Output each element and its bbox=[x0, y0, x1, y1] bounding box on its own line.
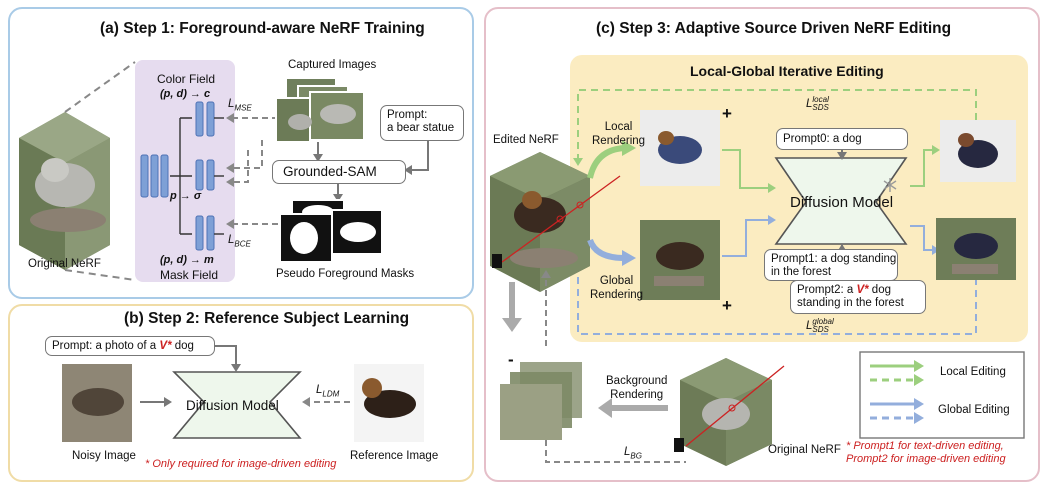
panel-b bbox=[8, 304, 474, 482]
noisy-image-label: Noisy Image bbox=[72, 450, 136, 462]
color-head bbox=[195, 101, 215, 137]
diffusion-model-b-label: Diffusion Model bbox=[186, 398, 279, 413]
original-nerf-cube-a bbox=[19, 112, 110, 270]
panel-a bbox=[8, 7, 474, 299]
prompt0-box: Prompt0: a dog bbox=[776, 128, 908, 150]
diffusion-model-b-shape bbox=[172, 371, 302, 439]
global-rendering-arrow bbox=[587, 238, 625, 261]
sigma-equation: p → σ bbox=[170, 190, 202, 202]
prompt1-box: Prompt1: a dog standing in the forest bbox=[764, 249, 898, 281]
panel-c-title: (c) Step 3: Adaptive Source Driven NeRF … bbox=[596, 20, 952, 37]
mask-equation: (p, d) → m bbox=[160, 254, 214, 266]
loss-mse: LMSE bbox=[228, 98, 252, 113]
grounded-sam-box: Grounded-SAM bbox=[272, 160, 406, 184]
diffusion-model-c-shape bbox=[774, 157, 908, 245]
edited-nerf-label: Edited NeRF bbox=[493, 134, 559, 146]
background-render-stack bbox=[500, 362, 582, 440]
captured-images-stack bbox=[275, 77, 365, 143]
mask-head bbox=[195, 215, 215, 251]
panel-c-footnote: * Prompt1 for text-driven editing, Promp… bbox=[846, 440, 1006, 465]
prompt-bear-box: Prompt: a bear statue bbox=[380, 105, 464, 141]
color-equation: (p, d) → c bbox=[160, 88, 211, 100]
frozen-snowflake-icon-c bbox=[883, 178, 897, 192]
minus-sign: - bbox=[508, 350, 514, 369]
captured-images-label: Captured Images bbox=[288, 59, 377, 71]
panel-b-note: * Only required for image-driven editing bbox=[145, 458, 337, 470]
camera-icon-original bbox=[674, 438, 684, 452]
panel-c bbox=[484, 7, 1040, 482]
loss-ldm: LLDM bbox=[316, 384, 340, 399]
prompt-vstar-box: Prompt: a photo of a V* dog bbox=[45, 336, 215, 356]
density-head bbox=[195, 159, 215, 191]
panel-a-title: (a) Step 1: Foreground-aware NeRF Traini… bbox=[100, 20, 425, 37]
background-rendering-label: Background Rendering bbox=[606, 375, 668, 401]
global-render-image bbox=[640, 220, 720, 300]
local-rendering-label: Local Rendering bbox=[592, 121, 646, 147]
pseudo-masks-label: Pseudo Foreground Masks bbox=[276, 268, 415, 280]
loss-bce: LBCE bbox=[228, 234, 251, 249]
local-rendering-arrow bbox=[587, 145, 625, 179]
local-edited-output bbox=[940, 120, 1016, 182]
noisy-image bbox=[62, 364, 132, 442]
reference-image-label: Reference Image bbox=[350, 450, 439, 462]
color-field-label: Color Field bbox=[157, 72, 216, 86]
loss-bg: LBG bbox=[624, 446, 642, 461]
original-nerf-label-a: Original NeRF bbox=[28, 258, 101, 270]
camera-icon-edited bbox=[492, 254, 502, 268]
original-nerf-cube-c bbox=[680, 358, 772, 466]
iterative-editing-title: Local-Global Iterative Editing bbox=[690, 63, 884, 79]
legend-global-label: Global Editing bbox=[938, 404, 1010, 416]
legend-local-label: Local Editing bbox=[940, 366, 1006, 378]
diffusion-model-c-label: Diffusion Model bbox=[790, 194, 894, 211]
ray-line-edited bbox=[501, 175, 621, 263]
reference-image bbox=[354, 364, 424, 442]
pseudo-mask-stack bbox=[279, 199, 383, 263]
plus-sign-local: + bbox=[722, 104, 732, 123]
edited-nerf-cube bbox=[490, 152, 590, 292]
original-nerf-label-c: Original NeRF bbox=[768, 444, 841, 456]
ray-line-original bbox=[685, 365, 785, 447]
plus-sign-global: + bbox=[722, 296, 732, 315]
global-rendering-label: Global Rendering bbox=[590, 275, 644, 301]
global-edited-output bbox=[936, 218, 1016, 280]
mlp-input-layer bbox=[140, 154, 169, 198]
local-sds-loop bbox=[577, 89, 977, 160]
panel-b-title: (b) Step 2: Reference Subject Learning bbox=[124, 310, 410, 327]
mask-field-label: Mask Field bbox=[160, 268, 219, 282]
prompt2-box: Prompt2: a V* dog standing in the forest bbox=[790, 280, 926, 314]
global-sds-loop bbox=[577, 260, 977, 335]
local-render-image bbox=[640, 110, 720, 186]
